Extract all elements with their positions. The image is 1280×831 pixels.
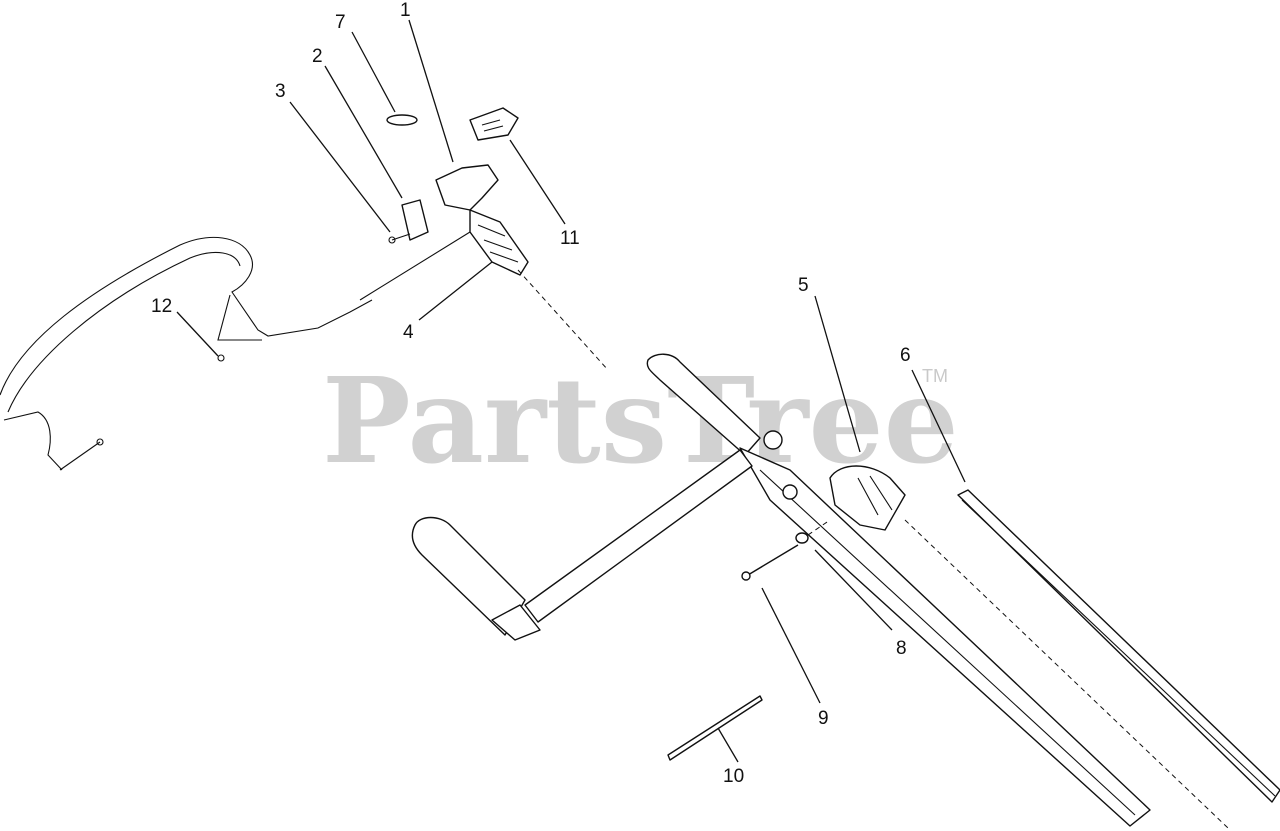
fasteners xyxy=(741,519,831,581)
bail-handle-drawing xyxy=(0,236,373,471)
callout-5: 5 xyxy=(798,275,809,296)
callout-12: 12 xyxy=(151,296,172,317)
main-handle-drawing xyxy=(646,353,1229,829)
callout-8: 8 xyxy=(896,638,907,659)
part-6-rod xyxy=(957,489,1280,803)
part-8-shape xyxy=(795,532,809,544)
callout-2: 2 xyxy=(312,46,323,67)
part-7-shape xyxy=(386,114,418,126)
callout-10: 10 xyxy=(723,766,744,787)
watermark-trademark: TM xyxy=(922,366,948,386)
leader-lines xyxy=(176,19,966,763)
callout-1: 1 xyxy=(400,0,411,21)
part-10-tie xyxy=(667,695,763,761)
part-1-shape xyxy=(435,164,499,211)
callout-9: 9 xyxy=(818,708,829,729)
callout-6: 6 xyxy=(900,345,911,366)
part-9-shape xyxy=(741,571,751,581)
part-2-shape xyxy=(401,199,429,241)
part-11-shape xyxy=(469,107,519,141)
crossbar-drawing xyxy=(411,449,753,641)
callout-11: 11 xyxy=(560,228,580,249)
control-bracket-assembly xyxy=(359,107,609,371)
callout-3: 3 xyxy=(275,81,286,102)
callout-4: 4 xyxy=(403,322,414,343)
part-5-shape xyxy=(829,465,906,531)
part-3-shape xyxy=(388,236,396,244)
callouts: 1 2 3 4 5 6 7 8 9 10 11 12 xyxy=(151,0,911,787)
callout-7: 7 xyxy=(335,12,346,33)
